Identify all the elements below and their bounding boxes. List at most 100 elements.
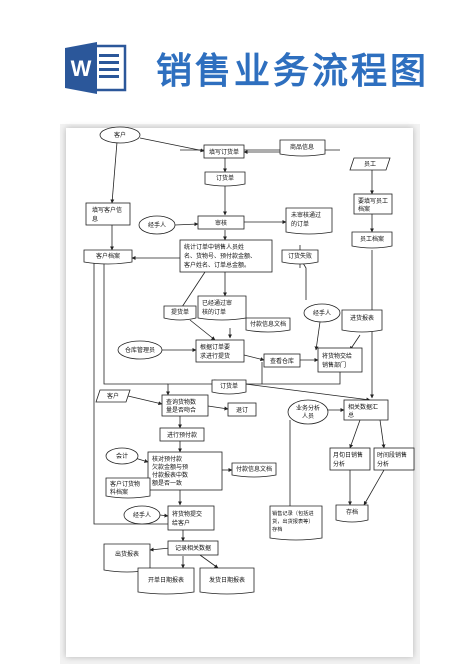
svg-text:发货日期报表: 发货日期报表	[209, 576, 245, 584]
svg-text:销售记录（包括进: 销售记录（包括进	[272, 509, 314, 517]
node-accountant: 会计	[105, 447, 139, 465]
node-return-goods: 退订	[227, 402, 257, 417]
svg-text:将货物提交: 将货物提交	[172, 510, 202, 518]
node-handler-2: 经手人	[303, 303, 341, 323]
node-purchase-report: 进货报表	[341, 309, 383, 333]
node-verify-payment: 核对预付款 欠款金额与预 付款报表中数 额是否一致	[147, 451, 223, 491]
node-customer-order-file: 客户订货物 料档案	[105, 477, 151, 499]
svg-text:订货单: 订货单	[216, 174, 234, 182]
svg-text:人员: 人员	[302, 413, 314, 420]
svg-text:记录相关数据: 记录相关数据	[175, 544, 211, 552]
node-handler-3: 经手人	[123, 505, 161, 525]
node-review: 审核	[197, 215, 245, 230]
svg-text:经手人: 经手人	[148, 221, 166, 229]
svg-text:将货物交给: 将货物交给	[322, 352, 352, 360]
svg-text:核的订单: 核的订单	[202, 308, 226, 316]
node-pay-info-doc-1: 付款信息文档	[245, 317, 291, 333]
svg-text:销售部门: 销售部门	[322, 361, 346, 369]
node-sales-record: 销售记录（包括进 货，出货报表等） 存档	[269, 505, 323, 541]
svg-text:填写客户信: 填写客户信	[92, 206, 122, 214]
node-order: 订货单	[204, 171, 246, 187]
svg-text:客户: 客户	[107, 392, 119, 400]
svg-text:进货报表: 进货报表	[350, 314, 374, 322]
svg-text:业务分析: 业务分析	[296, 404, 320, 412]
svg-text:会计: 会计	[116, 452, 128, 460]
svg-text:客户订货物: 客户订货物	[110, 480, 140, 488]
svg-text:求进行提货: 求进行提货	[200, 352, 230, 360]
node-order-2: 订货单	[211, 379, 247, 395]
node-issue-by-order: 根据订单要 求进行提货	[195, 339, 245, 363]
node-related-data-summary: 相关数据汇 总	[343, 399, 389, 421]
node-warehouse-manager: 仓库管理员	[117, 340, 163, 360]
svg-text:经手人: 经手人	[133, 511, 151, 519]
node-order-lost: 订货失败	[281, 249, 319, 265]
node-summary: 统计订单中销售人员姓 名、货物号、预付款金额、 客户姓名、订单总金额。	[179, 239, 273, 273]
node-rejected-order: 未审核通过 的订单	[285, 207, 333, 235]
node-staff-file: 员工档案	[351, 231, 393, 249]
svg-text:息: 息	[92, 215, 98, 223]
svg-text:客户姓名、订单总金额。: 客户姓名、订单总金额。	[184, 261, 250, 269]
node-record-data: 记录相关数据	[167, 540, 219, 556]
svg-text:核对预付款: 核对预付款	[152, 455, 182, 463]
svg-text:查询货物数: 查询货物数	[166, 398, 196, 406]
svg-text:时间段销售: 时间段销售	[377, 451, 407, 459]
svg-text:提货单: 提货单	[171, 308, 189, 316]
svg-text:要填写员工: 要填写员工	[358, 197, 388, 205]
logo-letter: W	[71, 56, 92, 81]
svg-text:进行预付款: 进行预付款	[167, 431, 197, 439]
node-product-info: 商品信息	[279, 139, 326, 157]
node-approved-order: 已经通过审 核的订单	[197, 295, 247, 321]
node-deliver-goods: 将货物交给 销售部门	[317, 347, 363, 373]
svg-text:查看仓库: 查看仓库	[270, 357, 294, 365]
svg-text:付款信息文档: 付款信息文档	[236, 465, 272, 473]
node-customer-2: 客户	[95, 389, 131, 403]
svg-text:商品信息: 商品信息	[290, 143, 314, 151]
svg-text:月旬日销售: 月旬日销售	[333, 451, 363, 459]
svg-text:订货失败: 订货失败	[288, 252, 312, 260]
svg-text:分析: 分析	[377, 460, 389, 468]
node-customer-1: 客户	[99, 126, 141, 144]
svg-text:相关数据汇: 相关数据汇	[348, 403, 378, 411]
svg-text:货，出货报表等）: 货，出货报表等）	[272, 517, 314, 525]
svg-text:订货单: 订货单	[220, 382, 238, 390]
svg-text:料档案: 料档案	[110, 488, 128, 496]
node-check-warehouse: 查看仓库	[263, 353, 301, 368]
word-icon: W	[65, 42, 127, 94]
svg-text:额是否一致: 额是否一致	[152, 479, 182, 487]
svg-text:员工档案: 员工档案	[360, 235, 384, 243]
svg-text:存档: 存档	[346, 508, 358, 516]
node-period-analysis: 时间段销售 分析	[373, 447, 415, 471]
svg-text:总: 总	[348, 411, 354, 419]
node-customer-file: 客户档案	[83, 249, 133, 265]
svg-text:已经通过审: 已经通过审	[202, 299, 232, 307]
svg-text:付款报表中数: 付款报表中数	[152, 471, 188, 479]
svg-text:客户: 客户	[114, 131, 126, 139]
node-handler-1: 经手人	[138, 215, 176, 235]
node-deliver-to-customer: 将货物提交 给客户	[167, 505, 215, 531]
svg-text:存档: 存档	[272, 525, 282, 533]
svg-text:根据订单要: 根据订单要	[200, 343, 230, 351]
svg-text:量是否吻合: 量是否吻合	[166, 406, 196, 414]
svg-text:退订: 退订	[236, 406, 248, 414]
svg-text:分析: 分析	[333, 460, 345, 468]
svg-text:开单日期报表: 开单日期报表	[148, 576, 184, 584]
svg-text:审核: 审核	[215, 219, 227, 227]
svg-text:统计订单中销售人员姓: 统计订单中销售人员姓	[184, 243, 244, 251]
svg-text:仓库管理员: 仓库管理员	[125, 346, 155, 354]
header-banner: W 销售业务流程图	[0, 0, 474, 120]
node-pickup-order: 提货单	[163, 305, 197, 321]
svg-text:出货报表: 出货报表	[115, 550, 139, 558]
svg-text:经手人: 经手人	[313, 309, 331, 317]
node-staff: 员工	[349, 157, 391, 171]
node-ship-date-report: 发货日期报表	[199, 567, 255, 595]
svg-text:欠款金额与预: 欠款金额与预	[152, 463, 188, 471]
svg-text:未审核通过: 未审核通过	[291, 211, 321, 219]
svg-text:付款信息文档: 付款信息文档	[250, 320, 286, 328]
svg-text:档案: 档案	[358, 205, 370, 213]
svg-text:名、货物号、预付款金额、: 名、货物号、预付款金额、	[184, 252, 256, 260]
svg-text:填写订货单: 填写订货单	[209, 148, 239, 156]
svg-text:的订单: 的订单	[291, 220, 309, 228]
node-monthly-analysis: 月旬日销售 分析	[329, 447, 371, 471]
svg-text:员工: 员工	[364, 161, 376, 168]
